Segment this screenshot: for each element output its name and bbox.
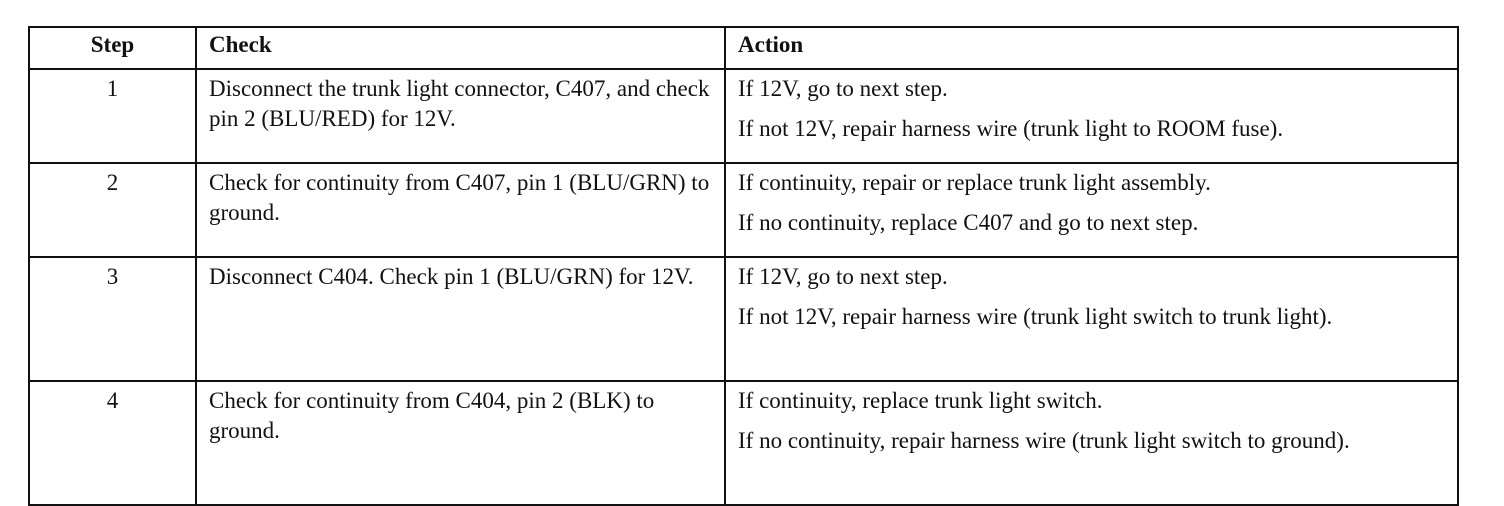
step-number: 4 xyxy=(28,380,197,506)
step-number: 2 xyxy=(28,162,197,258)
table-row: 4 Check for continuity from C404, pin 2 … xyxy=(28,380,1459,506)
check-text: Disconnect the trunk light connector, C4… xyxy=(195,68,726,164)
step-number: 1 xyxy=(28,68,197,164)
action-text: If 12V, go to next step. xyxy=(738,264,948,289)
action-text: If 12V, go to next step. xyxy=(738,76,948,101)
action-text: If not 12V, repair harness wire (trunk l… xyxy=(738,116,1284,141)
action-cell: If 12V, go to next step. If not 12V, rep… xyxy=(724,256,1459,382)
table-row: 1 Disconnect the trunk light connector, … xyxy=(28,68,1459,164)
action-text: If continuity, replace trunk light switc… xyxy=(738,388,1103,413)
action-cell: If continuity, repair or replace trunk l… xyxy=(724,162,1459,258)
action-text: If no continuity, repair harness wire (t… xyxy=(738,428,1350,453)
header-row: Step Check Action xyxy=(28,26,1459,70)
header-action: Action xyxy=(724,26,1459,70)
check-text: Check for continuity from C407, pin 1 (B… xyxy=(195,162,726,258)
header-check: Check xyxy=(195,26,726,70)
header-step: Step xyxy=(28,26,197,70)
action-text: If not 12V, repair harness wire (trunk l… xyxy=(738,304,1333,329)
table-row: 3 Disconnect C404. Check pin 1 (BLU/GRN)… xyxy=(28,256,1459,382)
troubleshooting-table: Step Check Action 1 Disconnect the trunk… xyxy=(28,26,1459,506)
check-text: Check for continuity from C404, pin 2 (B… xyxy=(195,380,726,506)
table-row: 2 Check for continuity from C407, pin 1 … xyxy=(28,162,1459,258)
action-text: If no continuity, replace C407 and go to… xyxy=(738,210,1199,235)
check-text: Disconnect C404. Check pin 1 (BLU/GRN) f… xyxy=(195,256,726,382)
action-cell: If continuity, replace trunk light switc… xyxy=(724,380,1459,506)
action-cell: If 12V, go to next step. If not 12V, rep… xyxy=(724,68,1459,164)
action-text: If continuity, repair or replace trunk l… xyxy=(738,170,1211,195)
step-number: 3 xyxy=(28,256,197,382)
